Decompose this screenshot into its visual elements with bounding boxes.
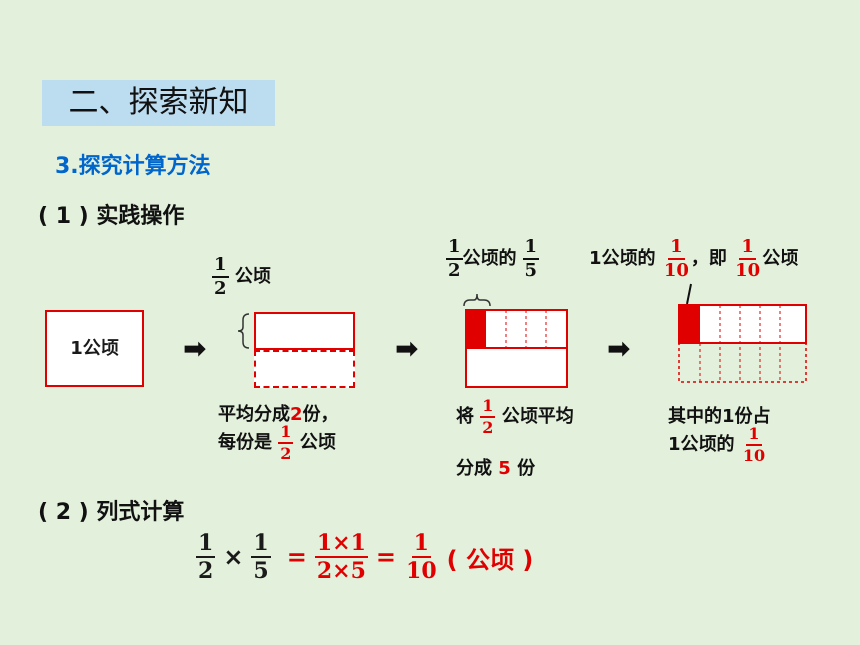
stage4-caption-line1: 其中的1份占 (668, 406, 771, 427)
brace-icon (463, 293, 491, 307)
stage3-caption-line2: 分成 5 份 (456, 458, 536, 479)
tenths-diagram (678, 283, 807, 383)
one-hectare-box: 1公顷 (45, 310, 144, 387)
arrow-right-icon: ➡ (607, 332, 631, 365)
arrow-right-icon: ➡ (183, 332, 207, 365)
unit-label: ( 公顷 ) (446, 545, 534, 574)
arrow-right-icon: ➡ (395, 332, 419, 365)
stage2-caption-line1: 平均分成2份， (218, 404, 339, 425)
step-1-heading: ( 1 ) 实践操作 (38, 204, 185, 229)
section-title: 二、探索新知 (42, 80, 275, 126)
half-split-fifths-diagram (465, 309, 568, 388)
half-filled-part (254, 312, 355, 350)
step-2-heading: ( 2 ) 列式计算 (38, 500, 185, 525)
brace-icon (237, 313, 250, 349)
half-empty-part (254, 350, 355, 388)
subtitle: 3.探究计算方法 (55, 154, 211, 179)
